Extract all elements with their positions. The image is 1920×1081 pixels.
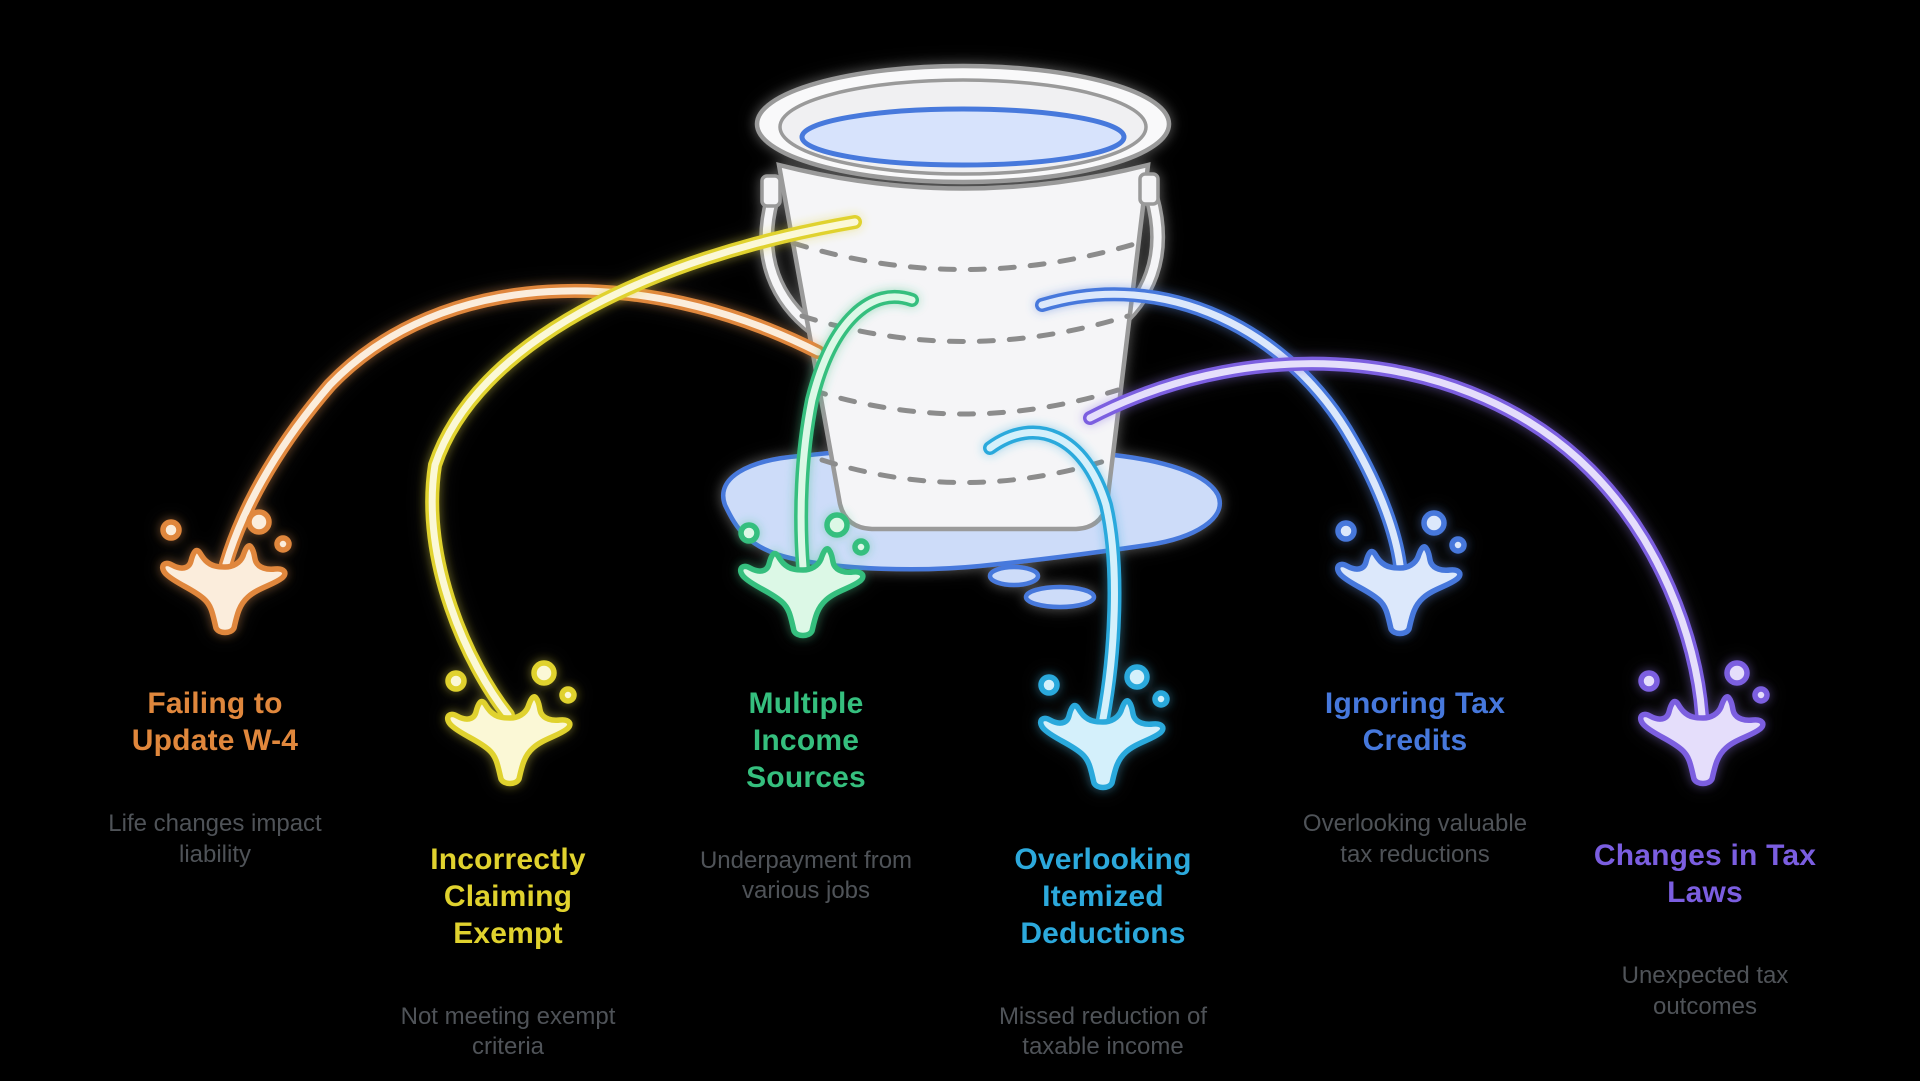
mistake-subtitle: Not meeting exempt criteria	[400, 1002, 616, 1061]
mistake-subtitle: Underpayment from various jobs	[699, 846, 913, 905]
mistake-title: Changes in Tax Laws	[1593, 839, 1817, 909]
puddle-blob	[1023, 584, 1097, 610]
stream-core	[986, 429, 1118, 723]
leak-changes-in-tax-laws	[1083, 356, 1767, 784]
splash	[448, 663, 574, 784]
mistake-title: Incorrectly Claiming Exempt	[430, 843, 586, 950]
stream-core	[1038, 290, 1404, 569]
stream-core	[797, 293, 916, 571]
handle-ear-left	[760, 174, 782, 208]
label-multiple-income-sources: Multiple Income Sources Underpayment fro…	[606, 668, 1006, 925]
leak-incorrectly-claiming-exempt	[425, 215, 862, 784]
label-changes-in-tax-laws: Changes in Tax Laws Unexpected tax outco…	[1505, 820, 1905, 1040]
leak-overlooking-itemized-deductions	[983, 425, 1167, 787]
splash	[163, 512, 289, 633]
mistake-subtitle: Overlooking valuable tax reductions	[1302, 809, 1528, 868]
mistake-title: Overlooking Itemized Deductions	[1014, 843, 1192, 950]
label-failing-to-update-w4: Failing to Update W-4 Life changes impac…	[15, 668, 415, 888]
leak-multiple-income-sources	[741, 289, 919, 636]
handle-ear-right	[1138, 172, 1160, 206]
mistake-subtitle: Unexpected tax outcomes	[1621, 961, 1789, 1020]
bucket-water	[799, 106, 1127, 168]
splash	[1338, 513, 1464, 634]
leaky-bucket-infographic: Failing to Update W-4 Life changes impac…	[0, 63, 1920, 1060]
stream-core	[222, 287, 822, 568]
mistake-subtitle: Life changes impact liability	[108, 809, 322, 868]
mistake-title: Failing to Update W-4	[131, 687, 299, 757]
stream	[219, 283, 825, 571]
leak-failing-to-update-w4	[163, 283, 825, 633]
stream-core	[428, 218, 859, 719]
mistake-subtitle: Missed reduction of taxable income	[998, 1002, 1208, 1061]
leak-ignoring-tax-credits	[1035, 287, 1464, 634]
leaky-bucket-illustration	[0, 63, 1920, 1045]
puddle-blob	[987, 564, 1041, 588]
mistake-title: Ignoring Tax Credits	[1324, 687, 1506, 757]
mistake-title: Multiple Income Sources	[746, 687, 866, 794]
label-ignoring-tax-credits: Ignoring Tax Credits Overlooking valuabl…	[1215, 668, 1615, 888]
stream-core	[1086, 360, 1706, 719]
